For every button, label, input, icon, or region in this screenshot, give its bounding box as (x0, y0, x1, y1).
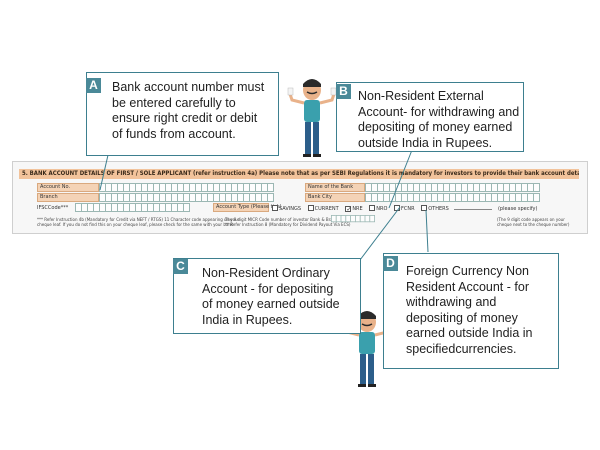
callout-b: Non-Resident External Account- for withd… (336, 82, 524, 152)
account-type-label: Account Type (Please tick) (213, 203, 282, 212)
account-no-label: Account No. (37, 183, 99, 192)
person-shrug-illustration-top (287, 79, 337, 157)
branch-field[interactable] (99, 193, 274, 202)
option-nre[interactable]: NRE (344, 206, 363, 212)
bank-name-field[interactable] (365, 183, 540, 192)
footnote-micr-2: ** Refer Instruction 8 (Mandatory for Di… (225, 222, 351, 227)
checkbox-icon[interactable] (369, 205, 376, 211)
checkbox-icon[interactable] (394, 205, 401, 211)
char-box[interactable] (369, 215, 375, 223)
callout-c-badge: C (173, 259, 188, 274)
char-box[interactable] (533, 193, 540, 202)
checkbox-icon[interactable] (307, 205, 314, 211)
char-box[interactable] (183, 203, 190, 212)
callout-d-text: Foreign Currency Non Resident Account - … (406, 264, 533, 356)
ifsc-label: IFSCCode*** (37, 205, 69, 211)
callout-d-badge: D (383, 256, 398, 271)
option-fcnr[interactable]: FCNR (393, 205, 415, 212)
footnote-ifsc-2: cheque leaf. If you do not find this on … (37, 222, 234, 227)
char-box[interactable] (267, 183, 274, 192)
footnote-ifsc-1: *** Refer Instruction 4b (Mandatory for … (37, 217, 240, 222)
bank-city-label: Bank City (305, 193, 365, 202)
callout-d: Foreign Currency Non Resident Account - … (383, 253, 559, 369)
please-specify-text: (please specify) (497, 206, 538, 212)
footnote-micr-1: The 9 digit MICR Code number of investor… (225, 217, 349, 222)
checkbox-icon[interactable] (421, 205, 428, 211)
option-others[interactable]: OTHERS (420, 205, 449, 212)
form-section-header: 5. BANK ACCOUNT DETAILS OF FIRST / SOLE … (19, 169, 579, 179)
checkbox-checked-icon[interactable] (345, 206, 352, 212)
char-box[interactable] (533, 183, 540, 192)
callout-b-text: Non-Resident External Account- for withd… (358, 89, 520, 150)
callout-b-badge: B (336, 84, 351, 99)
others-specify-line[interactable] (454, 203, 493, 210)
option-savings[interactable]: SAVINGS (271, 205, 301, 212)
callout-a-text: Bank account number must be entered care… (112, 80, 265, 141)
checkbox-icon[interactable] (272, 205, 278, 211)
bank-city-field[interactable] (365, 193, 540, 202)
option-nro[interactable]: NRO (368, 205, 387, 212)
footnote-code-1: (The 9 digit code appears on your (497, 217, 565, 222)
callout-c-text: Non-Resident Ordinary Account - for depo… (202, 266, 340, 327)
bank-details-form: 5. BANK ACCOUNT DETAILS OF FIRST / SOLE … (12, 161, 588, 234)
option-current[interactable]: CURRENT (307, 205, 339, 212)
ifsc-field[interactable] (75, 203, 190, 212)
callout-a-badge: A (86, 78, 101, 93)
account-number-field[interactable] (99, 183, 274, 192)
callout-a: Bank account number must be entered care… (86, 72, 279, 156)
account-type-options: SAVINGS CURRENT NRE NRO FCNR OTHERS (ple… (271, 203, 577, 213)
footnote-code-2: cheque next to the cheque number) (497, 222, 570, 227)
callout-c: Non-Resident Ordinary Account - for depo… (173, 258, 361, 334)
branch-label: Branch (37, 193, 99, 202)
name-of-bank-label: Name of the Bank (305, 183, 365, 192)
char-box[interactable] (267, 193, 274, 202)
